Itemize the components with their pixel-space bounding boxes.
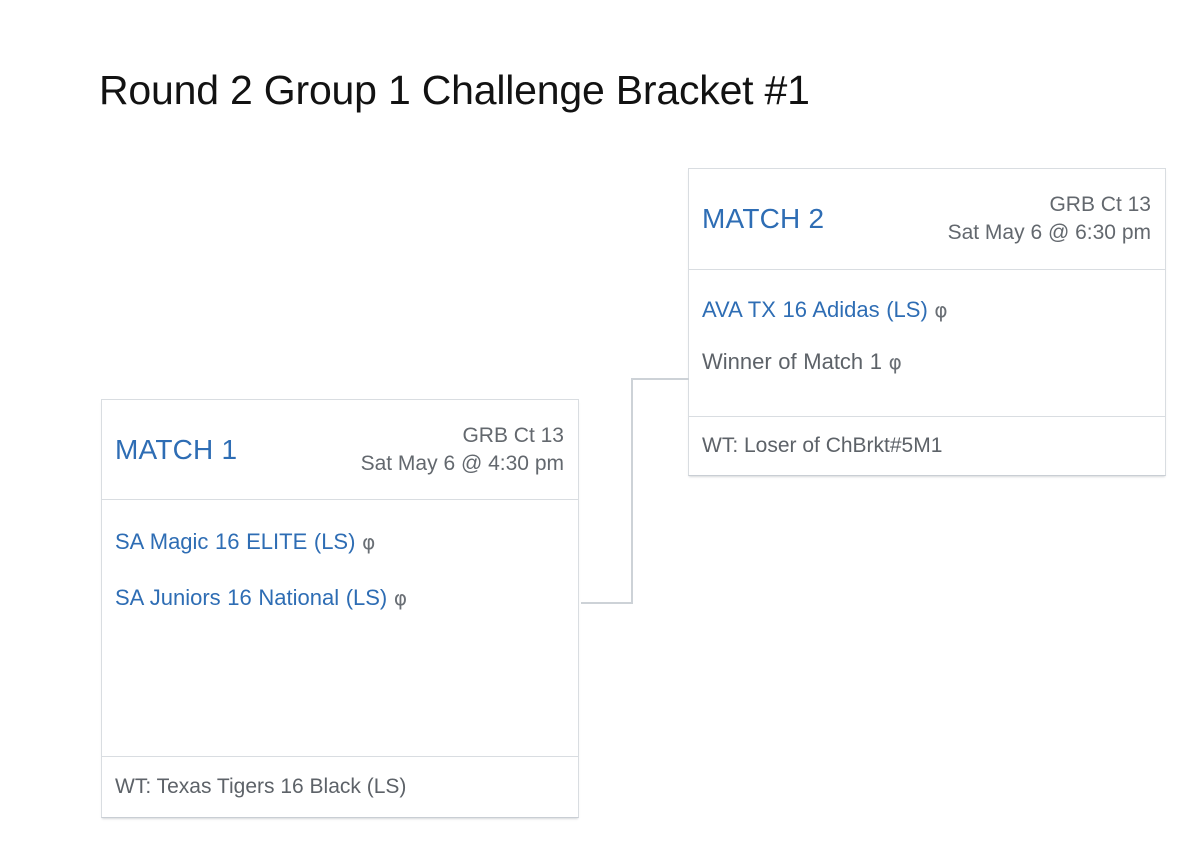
match-2-team-row-1[interactable]: AVA TX 16 Adidas (LS) φ <box>702 284 1152 336</box>
match-1-header: MATCH 1 GRB Ct 13 Sat May 6 @ 4:30 pm <box>102 400 578 500</box>
page-title: Round 2 Group 1 Challenge Bracket #1 <box>99 67 810 114</box>
match-1-label[interactable]: MATCH 1 <box>115 433 238 465</box>
match-2-meta: GRB Ct 13 Sat May 6 @ 6:30 pm <box>948 191 1151 247</box>
match-1-court: GRB Ct 13 <box>462 423 564 447</box>
match-2-court: GRB Ct 13 <box>1049 193 1151 216</box>
match-1-team-2-score: φ <box>393 586 408 610</box>
match-2-team-1-name[interactable]: AVA TX 16 Adidas (LS) <box>702 297 928 322</box>
match-2-teams: AVA TX 16 Adidas (LS) φ Winner of Match … <box>689 270 1165 416</box>
match-1-meta: GRB Ct 13 Sat May 6 @ 4:30 pm <box>361 422 564 478</box>
match-2-time: Sat May 6 @ 6:30 pm <box>947 221 1151 244</box>
match-1-team-2-name[interactable]: SA Juniors 16 National (LS) <box>115 585 388 610</box>
match-1-time: Sat May 6 @ 4:30 pm <box>360 451 564 475</box>
match-1-team-1-name[interactable]: SA Magic 16 ELITE (LS) <box>115 529 356 554</box>
match-1-work-team: WT: Texas Tigers 16 Black (LS) <box>102 756 578 817</box>
match-1-team-row-2[interactable]: SA Juniors 16 National (LS) φ <box>115 570 565 626</box>
match-card-1[interactable]: MATCH 1 GRB Ct 13 Sat May 6 @ 4:30 pm SA… <box>101 399 579 818</box>
match-2-work-team: WT: Loser of ChBrkt#5M1 <box>689 416 1165 475</box>
bracket-connector-vertical <box>631 378 633 604</box>
bracket-connector-top <box>631 378 689 380</box>
match-1-teams: SA Magic 16 ELITE (LS) φ SA Juniors 16 N… <box>102 500 578 756</box>
match-card-2[interactable]: MATCH 2 GRB Ct 13 Sat May 6 @ 6:30 pm AV… <box>688 168 1166 476</box>
match-2-team-2-score: φ <box>888 350 902 374</box>
match-1-team-1-score: φ <box>362 530 376 554</box>
match-2-team-1-score: φ <box>934 298 948 322</box>
match-2-label[interactable]: MATCH 2 <box>702 203 825 234</box>
match-1-team-row-1[interactable]: SA Magic 16 ELITE (LS) φ <box>115 514 565 570</box>
match-2-team-row-2: Winner of Match 1 φ <box>702 336 1152 388</box>
bracket-connector-bottom <box>581 602 633 604</box>
match-2-header: MATCH 2 GRB Ct 13 Sat May 6 @ 6:30 pm <box>689 169 1165 270</box>
match-2-team-2-name: Winner of Match 1 <box>702 349 883 374</box>
